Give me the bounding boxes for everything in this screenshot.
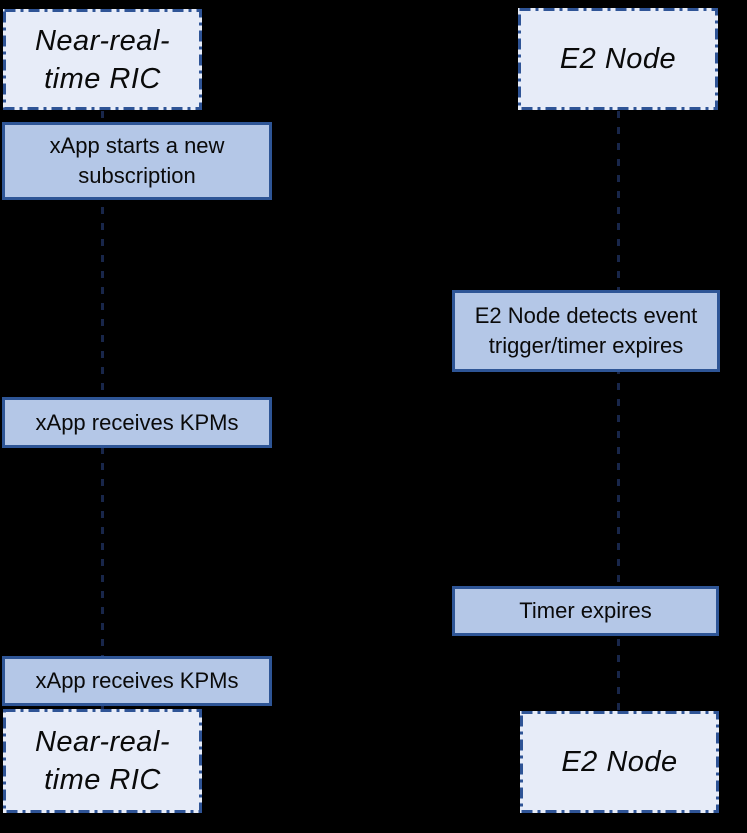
actor-label-near-real-time-ric-bottom: Near-real- time RIC — [34, 726, 170, 796]
action-label-timer-expires: Timer expires — [519, 598, 652, 623]
action-box-xapp-receives-kpms-2: xApp receives KPMs — [2, 656, 272, 706]
actor-box-near-real-time-ric-bottom: Near-real- time RIC — [3, 709, 202, 813]
actor-label-e2-node-bottom: E2 Node — [561, 746, 678, 778]
action-label-xapp-receives-kpms-2: xApp receives KPMs — [35, 668, 239, 693]
action-box-xapp-starts-subscription: xApp starts a new subscription — [2, 122, 272, 200]
actor-label-near-real-time-ric-top: Near-real- time RIC — [34, 24, 170, 95]
action-box-xapp-receives-kpms-1: xApp receives KPMs — [2, 397, 272, 448]
action-box-timer-expires: Timer expires — [452, 586, 719, 636]
action-label-xapp-starts-subscription: xApp starts a new subscription — [49, 133, 225, 188]
actor-box-e2-node-bottom: E2 Node — [520, 711, 719, 813]
actor-box-e2-node-top: E2 Node — [518, 8, 718, 110]
action-box-e2-node-detects-event: E2 Node detects event trigger/timer expi… — [452, 290, 720, 372]
actor-label-e2-node-top: E2 Node — [559, 43, 677, 75]
actor-box-near-real-time-ric-top: Near-real- time RIC — [3, 9, 202, 110]
action-label-e2-node-detects-event: E2 Node detects event trigger/timer expi… — [474, 303, 698, 358]
action-label-xapp-receives-kpms-1: xApp receives KPMs — [35, 409, 239, 435]
